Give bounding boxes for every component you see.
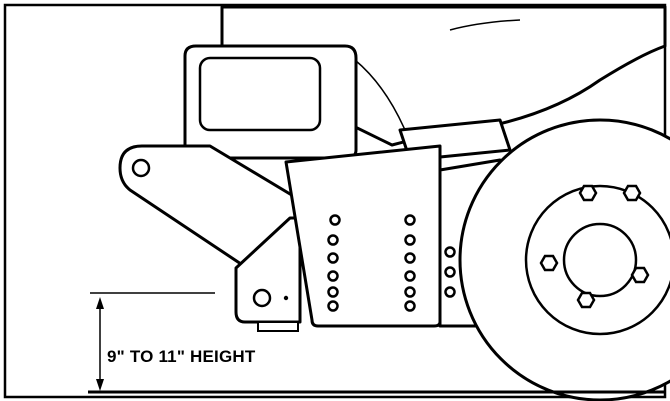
- front-wheel: [458, 118, 670, 401]
- dimension-arrow-up: [96, 297, 104, 309]
- adjustment-holes-rear: [444, 246, 456, 298]
- body-contour: [449, 19, 521, 31]
- lower-bracket: [234, 216, 302, 324]
- mounting-plate: [284, 144, 442, 328]
- body-contour: [354, 59, 406, 131]
- bumper-lens: [198, 56, 322, 132]
- dimension-arrow-down: [96, 379, 104, 391]
- bracket-rivet: [283, 295, 289, 301]
- bracket-hole: [252, 288, 272, 308]
- wheel-clip: [660, 230, 666, 270]
- height-label: 9" TO 11" HEIGHT: [107, 347, 256, 366]
- adjustment-holes-left: [327, 214, 341, 312]
- bracket-foot: [257, 321, 299, 332]
- arm-pivot-hole: [131, 158, 151, 178]
- adjustment-holes-right: [404, 214, 416, 312]
- lug-nuts: [539, 184, 650, 309]
